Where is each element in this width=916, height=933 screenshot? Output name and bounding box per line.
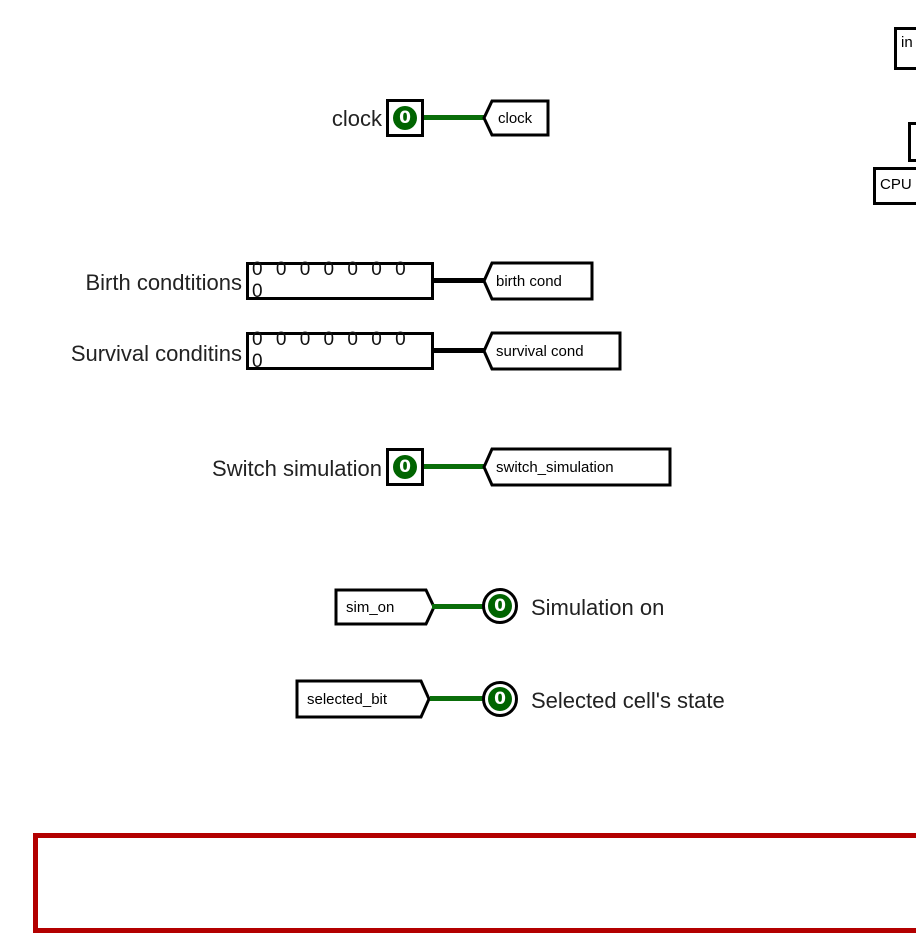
- sim-on-tunnel[interactable]: sim_on: [334, 588, 438, 626]
- selected-bit-tunnel-label: selected_bit: [307, 691, 388, 708]
- selected-bit-tunnel[interactable]: selected_bit: [295, 679, 435, 719]
- simulation-on-led: 0: [482, 588, 518, 624]
- top-right-input-pin[interactable]: in: [894, 27, 916, 70]
- birth-conditions-label: Birth condtitions: [85, 270, 242, 295]
- top-right-component[interactable]: [908, 122, 916, 162]
- clock-label: clock: [331, 106, 382, 131]
- clock-wire: [424, 115, 484, 120]
- switch-simulation-tunnel-label: switch_simulation: [496, 459, 614, 476]
- survival-conditions-register[interactable]: 0 0 0 0 0 0 0 0: [246, 329, 434, 372]
- selected-cell-state-led-value: 0: [488, 687, 512, 711]
- birth-cond-tunnel-label: birth cond: [496, 273, 562, 290]
- switch-simulation-input-pin[interactable]: 0: [386, 448, 424, 486]
- survival-cond-tunnel[interactable]: survival cond: [482, 331, 624, 371]
- switch-simulation-label: Switch simulation: [212, 456, 382, 481]
- survival-wire: [432, 348, 486, 353]
- sim-on-tunnel-label: sim_on: [346, 599, 394, 616]
- selected-cell-state-label: Selected cell's state: [531, 688, 725, 713]
- simulation-on-label: Simulation on: [531, 595, 665, 620]
- switch-simulation-wire: [424, 464, 484, 469]
- birth-wire: [432, 278, 486, 283]
- selected-cell-state-led: 0: [482, 681, 518, 717]
- survival-conditions-label: Survival conditins: [70, 341, 242, 366]
- top-right-input-label: in: [901, 34, 913, 51]
- switch-simulation-pin-value: 0: [393, 455, 417, 479]
- birth-conditions-register[interactable]: 0 0 0 0 0 0 0 0: [246, 259, 434, 302]
- selected-bit-wire: [430, 696, 484, 701]
- cpu-tunnel[interactable]: CPU: [873, 167, 916, 205]
- sim-on-wire: [432, 604, 484, 609]
- birth-cond-tunnel[interactable]: birth cond: [482, 261, 596, 301]
- clock-pin-value: 0: [393, 106, 417, 130]
- clock-tunnel-label: clock: [498, 110, 533, 127]
- birth-conditions-bits: 0 0 0 0 0 0 0 0: [252, 259, 410, 302]
- switch-simulation-tunnel[interactable]: switch_simulation: [482, 447, 674, 487]
- clock-tunnel[interactable]: clock: [482, 99, 552, 137]
- simulation-on-led-value: 0: [488, 594, 512, 618]
- survival-conditions-bits: 0 0 0 0 0 0 0 0: [252, 329, 410, 372]
- cpu-tunnel-label: CPU: [880, 176, 912, 193]
- display-frame: [33, 833, 916, 933]
- survival-cond-tunnel-label: survival cond: [496, 343, 584, 360]
- clock-input-pin[interactable]: 0: [386, 99, 424, 137]
